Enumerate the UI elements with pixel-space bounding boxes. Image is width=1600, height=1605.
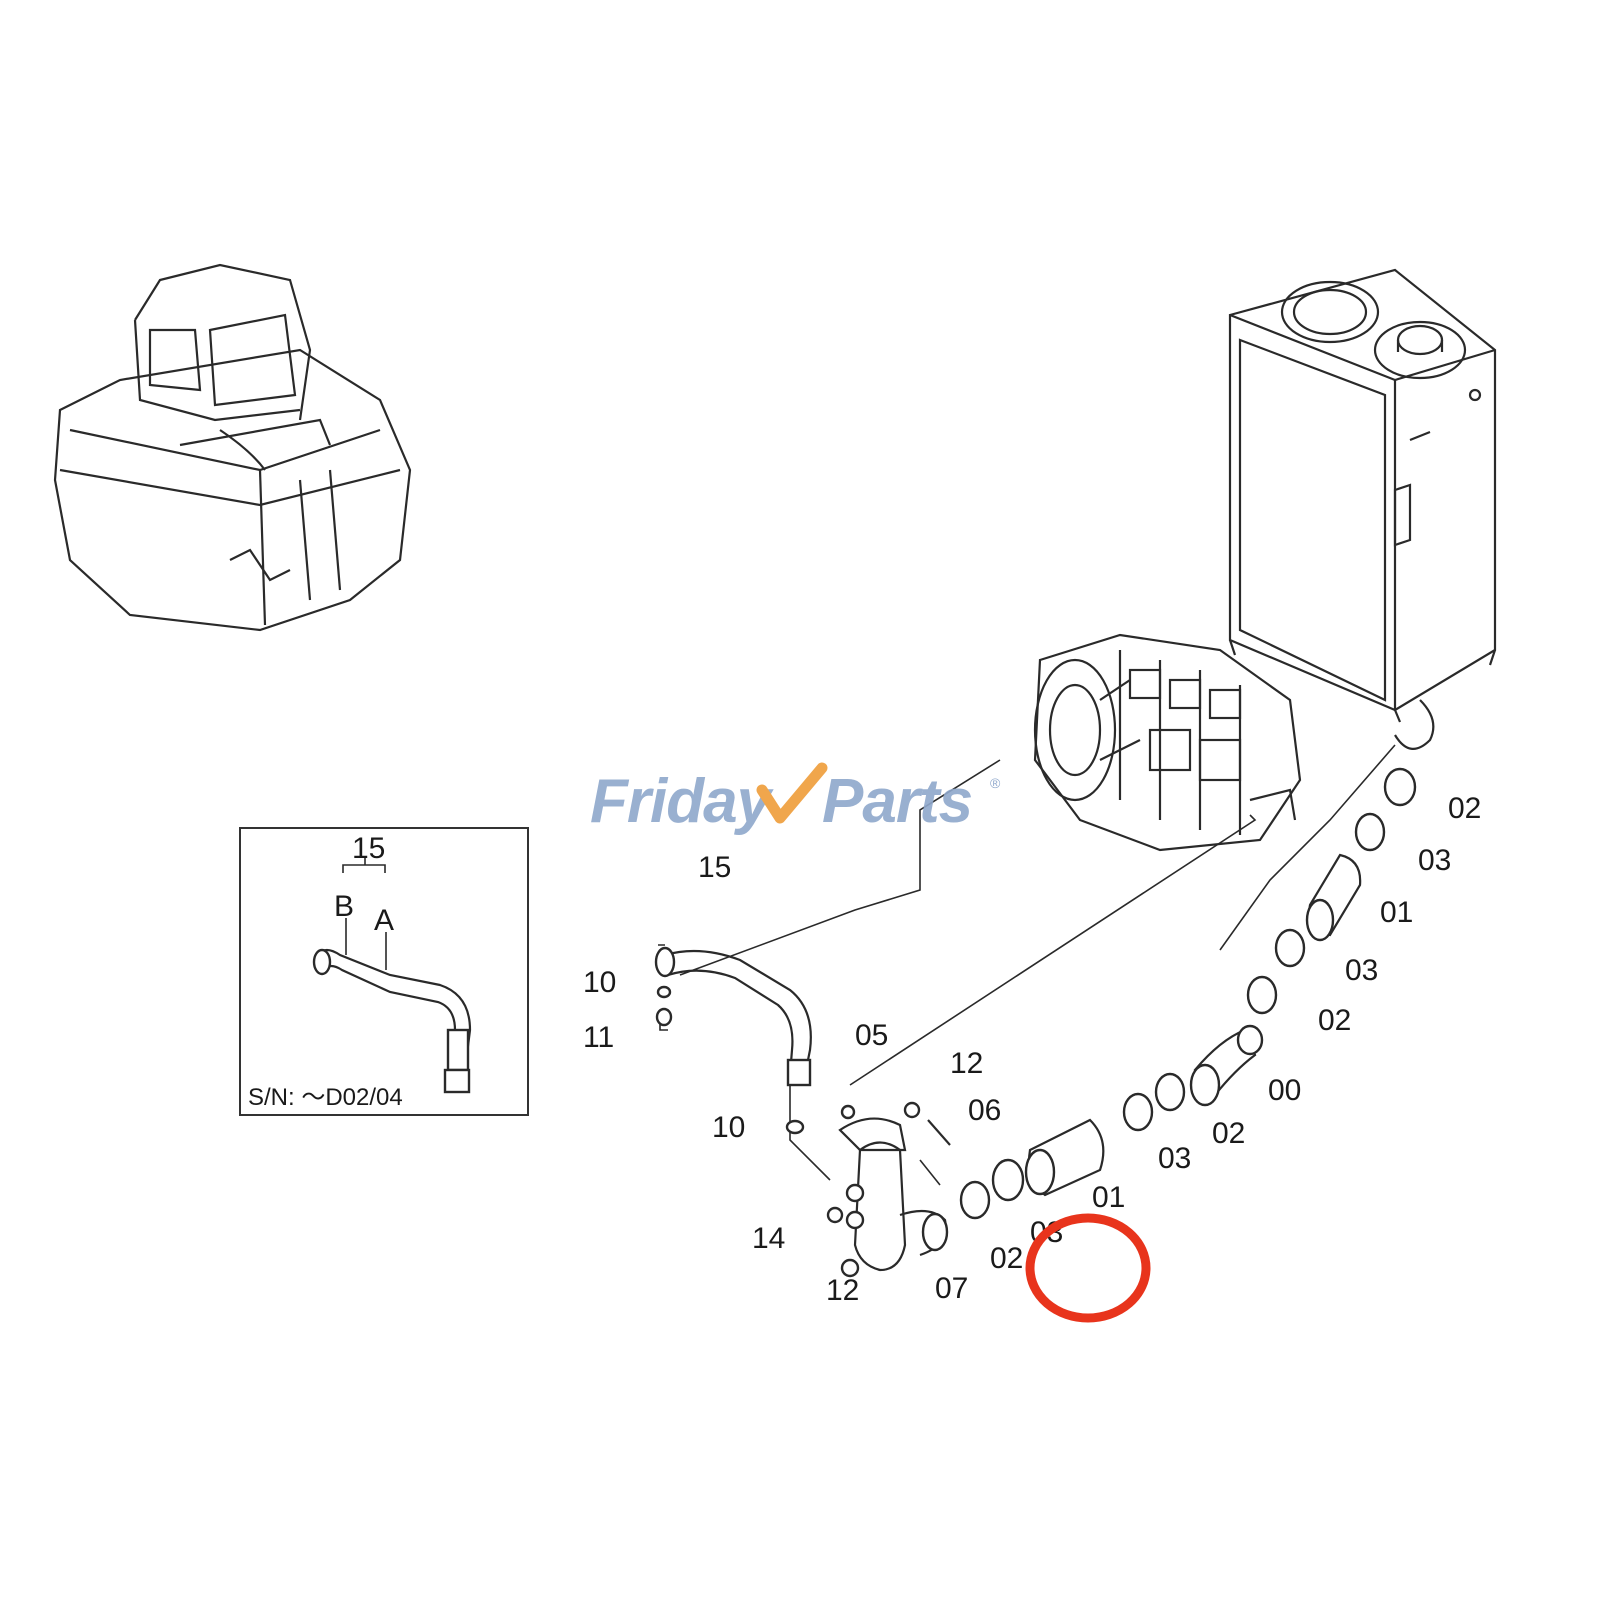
logo-text-right: Parts	[822, 767, 972, 836]
callout-12-lower: 12	[826, 1274, 859, 1307]
logo-check-mark	[756, 762, 828, 824]
suction-pipe-assembly	[655, 767, 1417, 1278]
callout-05: 05	[855, 1019, 888, 1052]
inset-label-b: B	[334, 890, 354, 923]
callout-02-lower: 02	[990, 1242, 1023, 1275]
fridayparts-watermark-logo: Friday Parts ®	[590, 762, 1001, 836]
logo-text-left: Friday	[590, 767, 775, 836]
hydraulic-tank-illustration	[1228, 268, 1497, 750]
highlight-ring	[1025, 1213, 1151, 1323]
inset-label-15: 15	[352, 832, 385, 865]
callout-10-lower: 10	[712, 1111, 745, 1144]
callout-labels: 02 03 01 03 02 00 02 03 01 03 02 07 12 1…	[583, 792, 1481, 1307]
inset-serial-number: S/N: ～D02/04	[248, 1084, 403, 1111]
callout-00: 00	[1268, 1074, 1301, 1107]
callout-03-top: 03	[1418, 844, 1451, 877]
callout-14: 14	[752, 1222, 785, 1255]
excavator-overview-illustration	[53, 263, 412, 632]
callout-03-middle: 03	[1158, 1142, 1191, 1175]
callout-11: 11	[583, 1021, 614, 1054]
callout-01-lower: 01	[1092, 1181, 1125, 1214]
logo-registered-mark: ®	[990, 775, 1001, 791]
hose-15-illustration	[654, 946, 812, 1087]
callout-07: 07	[935, 1272, 968, 1305]
callout-02-middle: 02	[1212, 1117, 1245, 1150]
callout-02-top: 02	[1448, 792, 1481, 825]
callout-10-upper: 10	[583, 966, 616, 999]
inset-label-a: A	[374, 904, 394, 937]
callout-06: 06	[968, 1094, 1001, 1127]
callout-12-upper: 12	[950, 1047, 983, 1080]
callout-15: 15	[698, 851, 731, 884]
callout-03-upper: 03	[1345, 954, 1378, 987]
main-pump-illustration	[1033, 633, 1302, 852]
callout-01-upper: 01	[1380, 896, 1413, 929]
inset-panel: 15 B A S/N: ～D02/04	[239, 827, 529, 1116]
callout-02-upper: 02	[1318, 1004, 1351, 1037]
